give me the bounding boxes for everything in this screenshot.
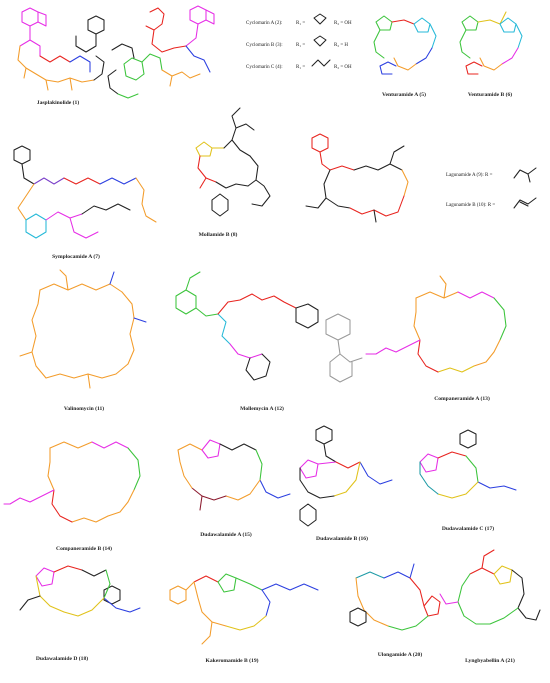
label-venturamide-a: Venturamide A (5) — [382, 91, 426, 98]
cyclomarin-c-r2: R₂ = OH — [334, 65, 352, 70]
label-venturamide-b: Venturamide B (6) — [468, 91, 512, 98]
cyclomarin-a-r1: R₁ = — [296, 21, 305, 26]
structure-dudawalamide-c — [419, 429, 517, 499]
cyclomarin-a-r2: R₂ = OH — [334, 21, 352, 26]
structure-kakeromamide-b — [169, 573, 319, 645]
label-jasplakinolide: Jasplakinolide (1) — [37, 99, 80, 106]
label-symplocamide-a: Symplocamide A (7) — [52, 253, 100, 260]
label-kakeromamide-b: Kakeromamide B (19) — [205, 657, 258, 664]
label-mollemycin-a: Mollemycin A (12) — [240, 405, 284, 412]
structure-dudawalamide-b — [299, 425, 393, 527]
cyclomarin-c-name: Cyclomarin C (4): — [246, 65, 283, 70]
structure-symplocamide-a — [13, 145, 157, 239]
structure-valinomycin — [19, 269, 147, 389]
structure-dudawalamide-a — [177, 439, 291, 511]
structure-dudawalamide-d — [19, 565, 141, 617]
structure-companeramide-b — [3, 441, 141, 523]
label-dudawalamide-d: Dudawalamide D (18) — [36, 655, 88, 662]
structure-jasplakinolide — [17, 7, 105, 91]
structure-venturamide-b — [459, 11, 523, 75]
label-lyngbyabellin-a: Lyngbyabellin A (21) — [465, 657, 515, 664]
structure-lyngbyabellin-a — [439, 549, 541, 625]
cyclomarin-b-name: Cyclomarin B (3): — [246, 43, 283, 48]
structure-mollemycin-a — [175, 271, 363, 383]
cyclomarin-b-r1: R₁ = — [296, 43, 305, 48]
structure-companeramide-a — [365, 275, 507, 373]
lagunamide-a-name: Lagunamide A (9): R = — [446, 173, 493, 178]
label-dudawalamide-b: Dudawalamide B (16) — [316, 535, 368, 542]
structure-cyclomarin — [107, 5, 215, 99]
label-mollamide-b: Mollamide B (8) — [199, 231, 238, 238]
structure-lagunamide — [305, 133, 409, 223]
structure-mollamide-b — [195, 107, 271, 217]
label-companeramide-b: Companeramide B (14) — [56, 545, 112, 552]
lagunamide-b-name: Lagunamide B (10): R = — [446, 203, 495, 208]
label-dudawalamide-c: Dudawalamide C (17) — [442, 525, 494, 532]
lagunamide-legend: Lagunamide A (9): R = Lagunamide B (10):… — [446, 167, 537, 209]
cyclomarin-a-name: Cyclomarin A (2): — [246, 21, 282, 26]
cyclomarin-b-r2: R₂ = H — [334, 43, 348, 48]
cyclomarin-legend: Cyclomarin A (2): R₁ = R₂ = OH Cyclomari… — [246, 13, 352, 70]
label-valinomycin: Valinomycin (11) — [64, 405, 104, 412]
label-ulongamide-a: Ulongamide A (20) — [378, 651, 423, 658]
label-companeramide-a: Companeramide A (13) — [434, 395, 490, 402]
label-dudawalamide-a: Dudawalamide A (15) — [200, 531, 252, 538]
structure-venturamide-a — [373, 15, 437, 75]
structure-ulongamide-a — [349, 563, 441, 631]
cyclomarin-c-r1: R₁ = — [296, 65, 305, 70]
